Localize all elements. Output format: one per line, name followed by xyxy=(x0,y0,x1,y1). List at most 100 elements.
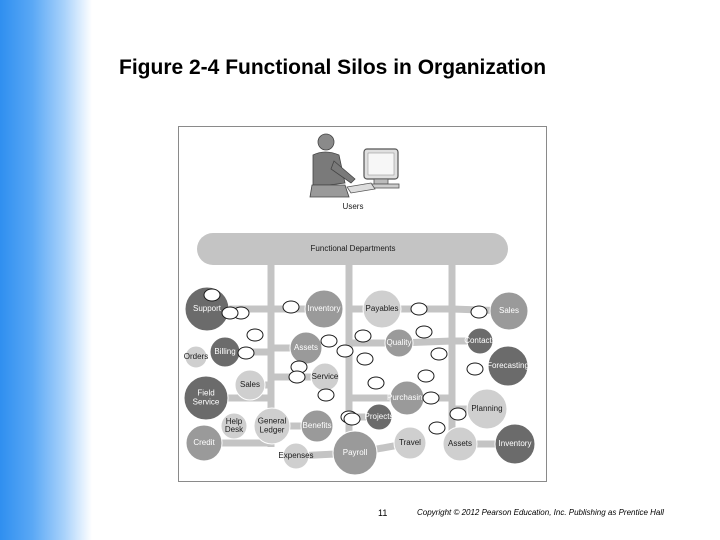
copyright-notice: Copyright © 2012 Pearson Education, Inc.… xyxy=(417,508,664,517)
functional-departments-label: Functional Departments xyxy=(311,244,396,253)
silo-label: Inventory xyxy=(499,439,532,448)
silo-node-sales-1: Sales xyxy=(489,291,529,331)
silo-circle xyxy=(489,291,529,331)
silo-circle xyxy=(466,388,508,430)
interface-oval xyxy=(422,391,440,405)
interface-oval xyxy=(246,328,264,342)
silo-node-planning: Planning xyxy=(466,388,508,430)
silo-label: Benefits xyxy=(303,421,332,430)
interface-oval xyxy=(430,347,448,361)
page-number: 11 xyxy=(378,508,388,518)
interface-oval xyxy=(354,329,372,343)
silo-label: Ledger xyxy=(260,426,285,435)
silo-label: Billing xyxy=(214,347,235,356)
silo-label: Payroll xyxy=(343,448,368,457)
silo-node-assets-1: Assets xyxy=(289,331,323,365)
silo-circle xyxy=(466,327,494,355)
interface-oval xyxy=(336,344,354,358)
silo-label: Quality xyxy=(387,338,412,347)
silo-node-inventory-2: Inventory xyxy=(494,423,536,465)
slide-title: Figure 2-4 Functional Silos in Organizat… xyxy=(119,56,547,79)
silo-node-purchasing: Purchasing xyxy=(387,380,427,416)
silo-label: Support xyxy=(193,304,222,313)
silo-label: Assets xyxy=(448,439,472,448)
silo-circle xyxy=(365,403,393,431)
silo-node-sales-2: Sales xyxy=(234,369,266,401)
interface-oval xyxy=(415,325,433,339)
silo-circle xyxy=(300,409,334,443)
silo-label: Service xyxy=(193,398,220,407)
interface-oval xyxy=(317,388,335,402)
silo-circle xyxy=(487,345,529,387)
silo-label: Forecasting xyxy=(487,361,529,370)
silo-node-billing: Billing xyxy=(209,336,241,368)
silo-label: Service xyxy=(312,372,339,381)
silo-label: Sales xyxy=(240,380,260,389)
interface-oval xyxy=(282,300,300,314)
interface-oval xyxy=(410,302,428,316)
interface-oval xyxy=(203,288,221,302)
silo-node-expenses: Expenses xyxy=(278,442,314,470)
user-computer-illustration xyxy=(309,133,400,198)
silo-label: Payables xyxy=(366,304,399,313)
silo-circle xyxy=(282,442,310,470)
silo-label: General xyxy=(258,417,287,426)
silo-label: Planning xyxy=(471,404,502,413)
silo-circle xyxy=(220,412,248,440)
silo-circle xyxy=(494,423,536,465)
silo-node-payroll: Payroll xyxy=(332,430,378,476)
keyboard-icon xyxy=(346,182,376,194)
silo-node-inventory-1: Inventory xyxy=(304,289,344,329)
silo-circle xyxy=(234,369,266,401)
silo-label: Field xyxy=(197,389,214,398)
person-icon xyxy=(309,133,356,198)
silo-node-contacts: Contacts xyxy=(464,327,496,355)
interface-oval xyxy=(221,306,239,320)
silo-circle xyxy=(253,407,291,445)
silo-label: Contacts xyxy=(464,336,496,345)
silo-label: Projects xyxy=(365,412,394,421)
silo-circle xyxy=(393,426,427,460)
interface-oval xyxy=(367,376,385,390)
silo-label: Purchasing xyxy=(387,393,427,402)
interface-oval xyxy=(449,407,467,421)
silo-node-service: Service xyxy=(310,362,340,392)
silo-label: Credit xyxy=(193,438,215,447)
silo-circle xyxy=(183,375,229,421)
silo-label: Expenses xyxy=(278,451,313,460)
interface-oval xyxy=(320,334,338,348)
silo-node-travel: Travel xyxy=(393,426,427,460)
silo-label: Orders xyxy=(184,352,208,361)
silo-circle xyxy=(184,345,208,369)
slide-side-gradient xyxy=(0,0,92,540)
silo-circle xyxy=(362,289,402,329)
silo-node-quality: Quality xyxy=(384,328,414,358)
functional-departments-bar xyxy=(197,233,508,265)
silo-node-forecasting: Forecasting xyxy=(487,345,529,387)
interface-oval xyxy=(237,346,255,360)
interface-oval xyxy=(288,370,306,384)
users-label: Users xyxy=(343,202,364,211)
silo-label: Help xyxy=(226,417,243,426)
silo-node-benefits: Benefits xyxy=(300,409,334,443)
silo-node-assets-2: Assets xyxy=(442,426,478,462)
interface-ovals xyxy=(203,288,488,435)
silo-circle xyxy=(332,430,378,476)
silo-circle xyxy=(185,424,223,462)
silo-label: Assets xyxy=(294,343,318,352)
interface-oval xyxy=(428,421,446,435)
silo-label: Travel xyxy=(399,438,421,447)
interface-oval xyxy=(470,305,488,319)
interface-oval xyxy=(417,369,435,383)
silo-label: Desk xyxy=(225,425,244,434)
silo-node-orders: Orders xyxy=(184,345,208,369)
interface-oval xyxy=(356,352,374,366)
silo-node-projects: Projects xyxy=(365,403,394,431)
interface-oval xyxy=(343,412,361,426)
